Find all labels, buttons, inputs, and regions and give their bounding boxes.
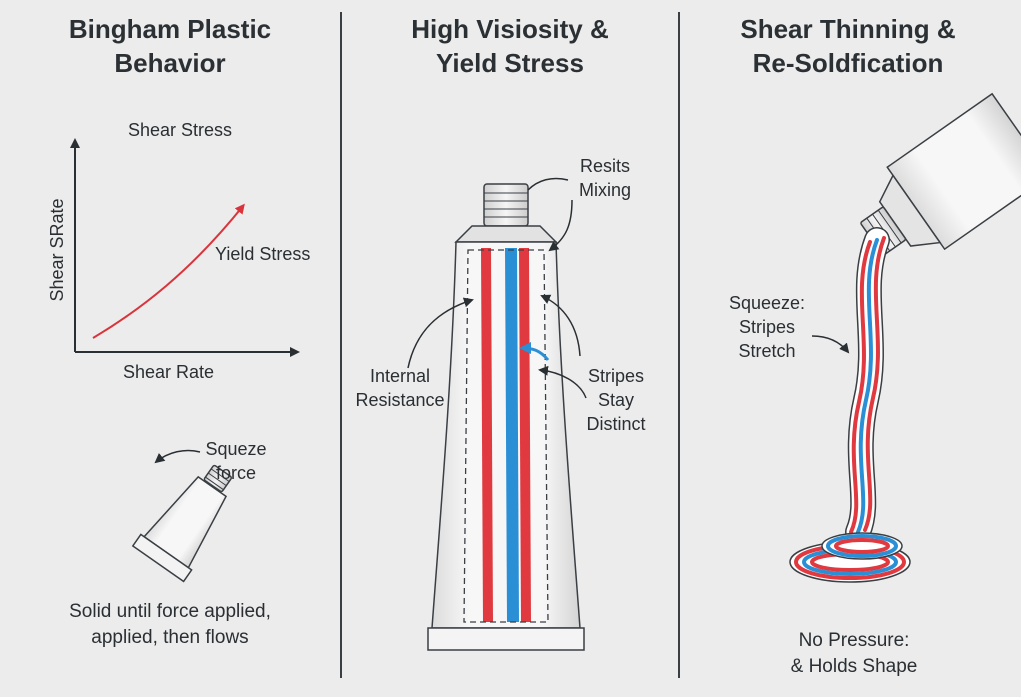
small-tube: [131, 464, 232, 583]
force-label-line2: force: [215, 463, 257, 483]
force-label: Squeze force: [196, 437, 276, 485]
squeeze-label-line2: Stripes: [738, 317, 796, 337]
panel1-caption-line1: Solid until force applied,: [69, 601, 271, 622]
resistance-label-line1: Internal: [369, 366, 431, 386]
stripes-label-line3: Distinct: [586, 414, 646, 434]
dashed-region: [463, 249, 549, 623]
panel3-caption: No Pressure: & Holds Shape: [744, 628, 964, 680]
bingham-graph: [70, 138, 300, 357]
panel3-title: Shear Thinning & Re-Soldfication: [696, 12, 1000, 80]
paste-pile: [789, 532, 911, 583]
mixing-label-line1: Resits: [579, 156, 630, 176]
panel3-caption-line2: & Holds Shape: [790, 656, 918, 677]
panel1-caption-line2: applied, then flows: [91, 627, 249, 648]
mixing-pointer: [527, 177, 569, 191]
force-label-line1: Squeze: [205, 439, 267, 459]
panel1-title-line1: Bingham Plastic: [68, 14, 272, 44]
panel3-title-line1: Shear Thinning &: [740, 14, 956, 44]
y-axis-label: Shear SRate: [47, 198, 67, 302]
panel2-title-line1: High Visiosity &: [411, 14, 609, 44]
curve-label: Yield Stress: [215, 244, 311, 264]
stripe-red-1: [481, 248, 493, 622]
tube-base: [427, 627, 585, 651]
panel2-title: High Visiosity & Yield Stress: [358, 12, 662, 80]
panel3-caption-line1: No Pressure:: [798, 630, 910, 651]
stripes-arrow-lower: [538, 365, 587, 399]
mixing-label-line2: Mixing: [578, 180, 631, 200]
squeeze-label-line1: Squeeze:: [728, 293, 806, 313]
panel1-title: Bingham Plastic Behavior: [20, 12, 320, 80]
big-tube: [427, 183, 585, 651]
force-arrow: [154, 449, 201, 464]
graph-top-label: Shear Stress: [128, 120, 233, 140]
yield-curve: [92, 203, 245, 339]
flow-arrow: [519, 342, 550, 361]
stripe-blue: [505, 248, 519, 622]
resistance-label-line2: Resistance: [355, 390, 445, 410]
stripe-red-2: [519, 248, 531, 622]
mixing-arrow: [548, 199, 573, 252]
resistance-arrow: [407, 297, 474, 369]
resistance-label: Internal Resistance: [344, 364, 456, 412]
extruded-paste: [845, 227, 890, 545]
stripes-label-line2: Stay: [597, 390, 635, 410]
squeeze-label-line3: Stretch: [738, 341, 796, 361]
panel1-title-line2: Behavior: [114, 48, 226, 78]
panel3-title-line2: Re-Soldfication: [752, 48, 944, 78]
mixing-label: Resits Mixing: [565, 154, 645, 202]
panel2-title-line2: Yield Stress: [436, 48, 584, 78]
stripes-label: Stripes Stay Distinct: [566, 364, 666, 436]
stripes-arrow-upper: [540, 294, 581, 357]
x-axis-label: Shear Rate: [123, 362, 215, 382]
stripes-label-line1: Stripes: [587, 366, 645, 386]
panel1-caption: Solid until force applied, applied, then…: [20, 599, 320, 651]
stretch-arrow: [811, 335, 850, 354]
tube-nozzle: [483, 183, 529, 227]
squeeze-label: Squeeze: Stripes Stretch: [712, 291, 822, 363]
